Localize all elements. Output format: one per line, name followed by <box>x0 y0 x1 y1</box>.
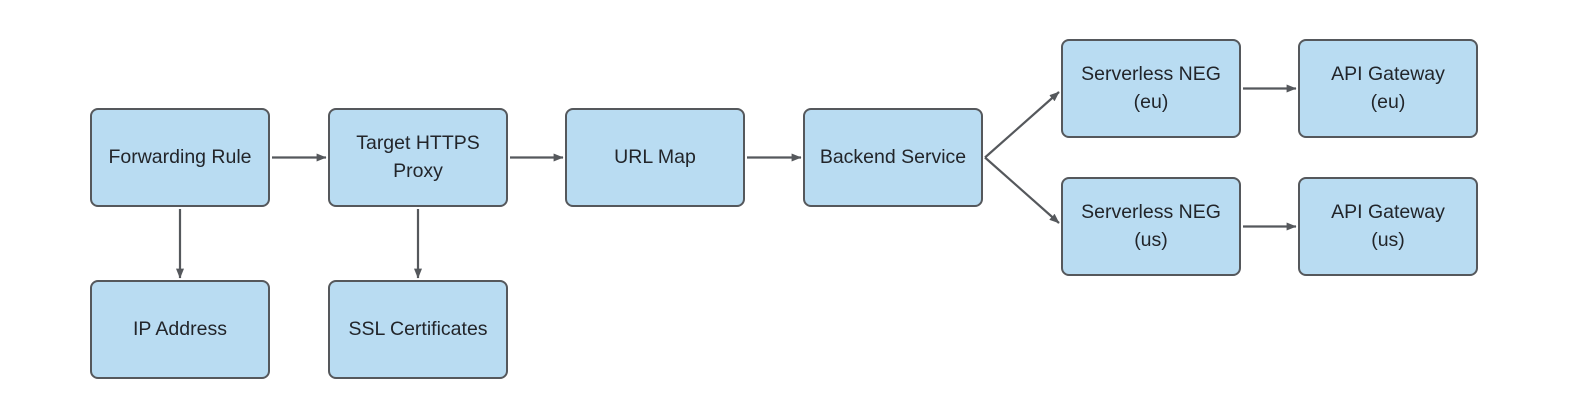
node-target-https-proxy-label: Target HTTPS Proxy <box>356 131 480 182</box>
node-ip-address[interactable]: IP Address <box>90 280 270 379</box>
node-serverless-neg-eu-label: Serverless NEG (eu) <box>1081 62 1221 113</box>
node-forwarding-rule-label: Forwarding Rule <box>108 145 252 168</box>
node-forwarding-rule[interactable]: Forwarding Rule <box>90 108 270 207</box>
node-api-gateway-us[interactable]: API Gateway (us) <box>1298 177 1478 276</box>
node-api-gateway-us-label: API Gateway (us) <box>1331 200 1445 251</box>
node-url-map-label: URL Map <box>614 145 696 168</box>
edge-backend-service-to-serverless-neg-eu <box>984 91 1060 159</box>
node-serverless-neg-us-label: Serverless NEG (us) <box>1081 200 1221 251</box>
node-ip-address-label: IP Address <box>133 317 227 340</box>
edge-backend-service-to-serverless-neg-us <box>984 156 1060 224</box>
node-api-gateway-eu-label: API Gateway (eu) <box>1331 62 1445 113</box>
node-serverless-neg-us[interactable]: Serverless NEG (us) <box>1061 177 1241 276</box>
node-target-https-proxy[interactable]: Target HTTPS Proxy <box>328 108 508 207</box>
node-ssl-certificates[interactable]: SSL Certificates <box>328 280 508 379</box>
node-backend-service[interactable]: Backend Service <box>803 108 983 207</box>
node-api-gateway-eu[interactable]: API Gateway (eu) <box>1298 39 1478 138</box>
node-url-map[interactable]: URL Map <box>565 108 745 207</box>
node-backend-service-label: Backend Service <box>819 145 967 168</box>
node-ssl-certificates-label: SSL Certificates <box>348 317 488 340</box>
node-serverless-neg-eu[interactable]: Serverless NEG (eu) <box>1061 39 1241 138</box>
